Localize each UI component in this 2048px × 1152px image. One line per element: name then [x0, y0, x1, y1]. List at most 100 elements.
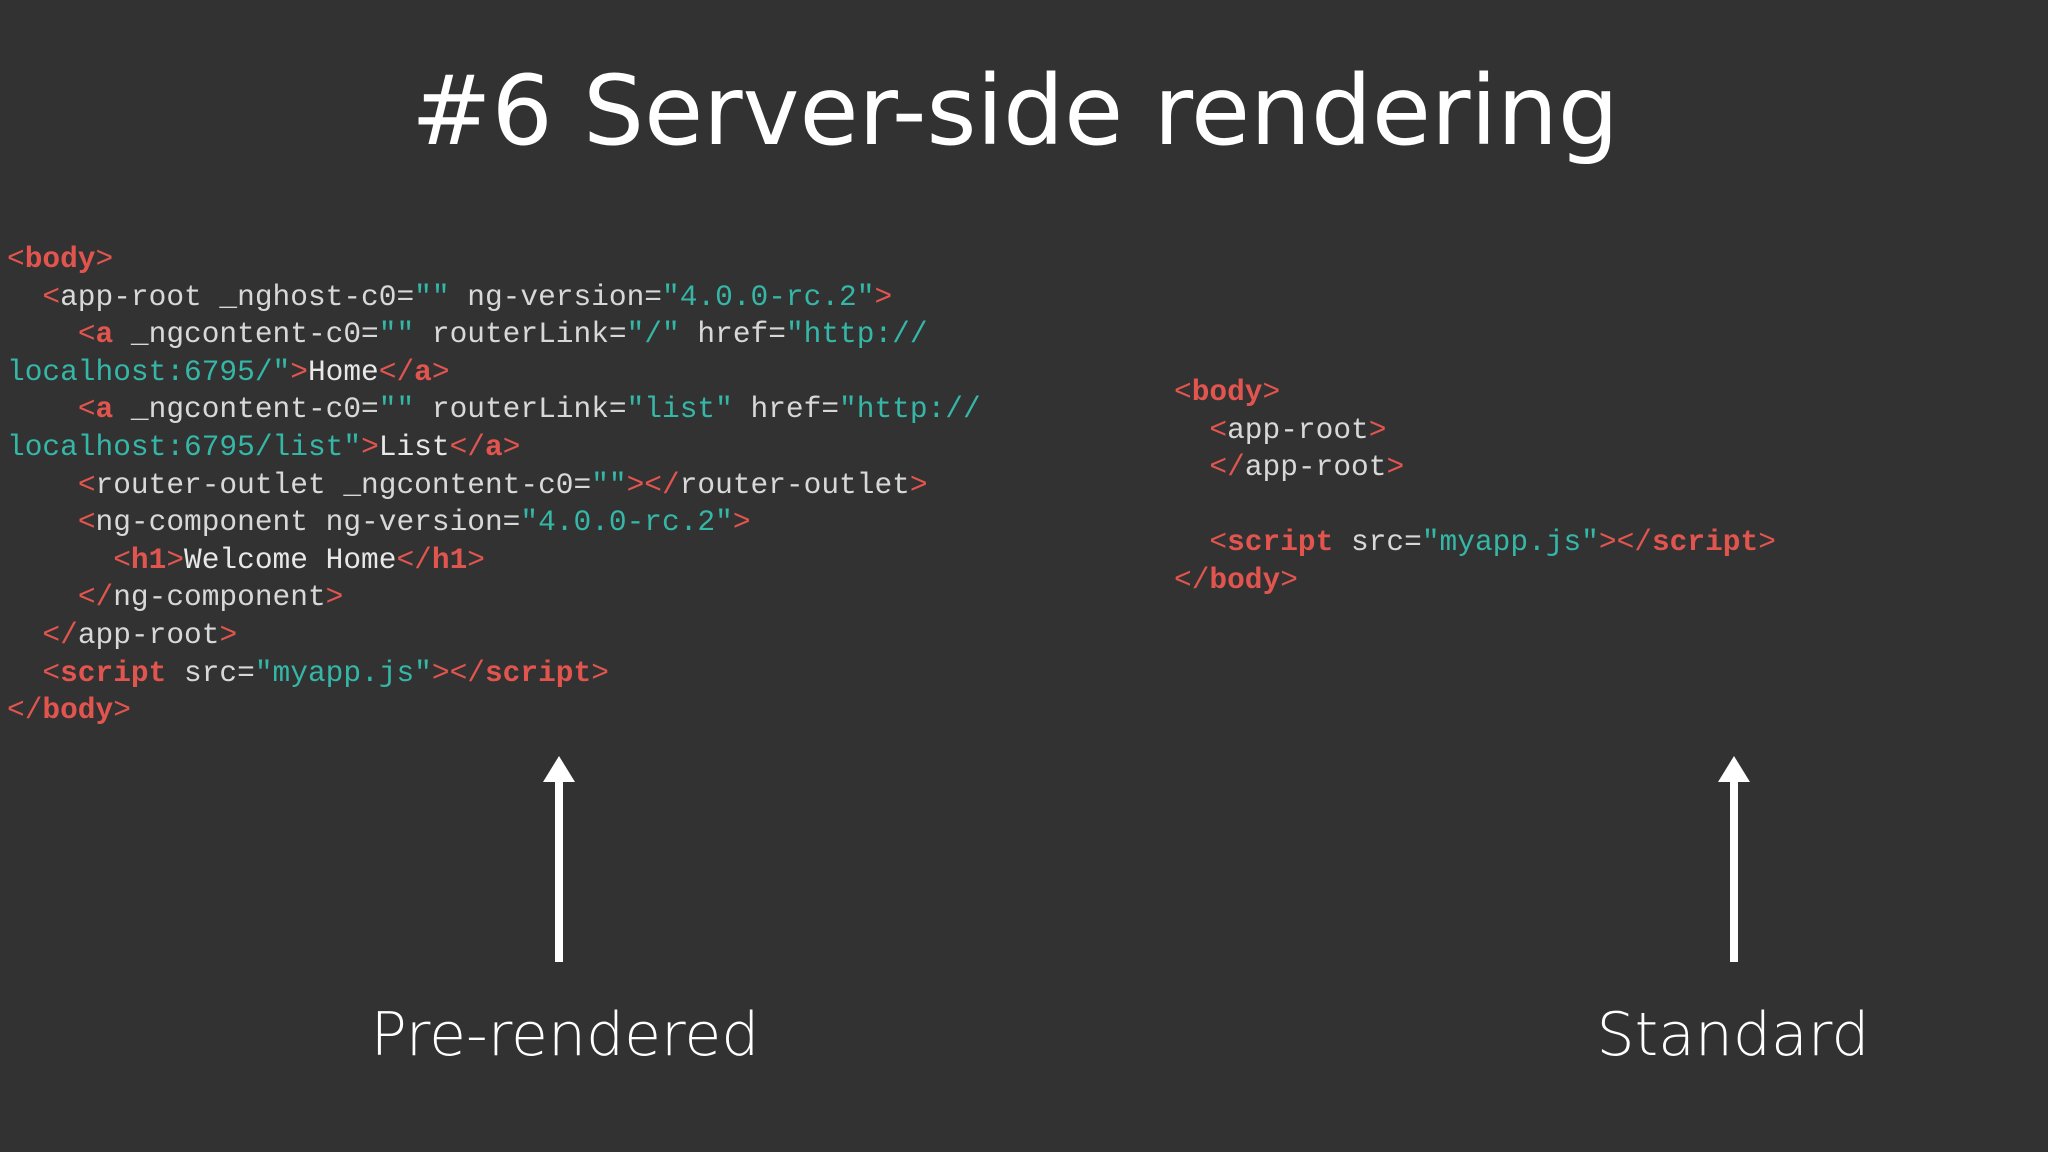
code-token: ng-version=	[449, 279, 663, 314]
code-token: ""	[378, 317, 415, 352]
code-token: router-outlet	[679, 467, 910, 502]
code-token: <	[77, 392, 96, 427]
code-token: >	[1758, 525, 1776, 560]
code-token	[7, 543, 113, 577]
code-token: <	[77, 317, 96, 352]
code-token	[7, 280, 42, 314]
code-token: ></	[1598, 525, 1652, 560]
code-token	[7, 505, 78, 539]
code-line: <a _ngcontent-c0="" routerLink="/" href=…	[7, 316, 981, 354]
code-line: </body>	[1174, 562, 1776, 600]
code-token: localhost:6795/"	[7, 354, 291, 389]
code-token: "4.0.0-rc.2"	[520, 505, 733, 540]
code-token: >	[732, 505, 751, 540]
code-token: _ngcontent-c0=	[325, 467, 592, 502]
code-line: localhost:6795/list">List</a>	[7, 429, 981, 467]
code-token: >	[502, 429, 521, 464]
code-line: </app-root>	[1174, 449, 1776, 487]
code-token: a	[414, 354, 432, 389]
code-token: <	[77, 467, 96, 502]
code-token: localhost:6795/list"	[7, 429, 362, 464]
code-token	[7, 656, 42, 690]
code-token: ng-component	[95, 505, 308, 540]
code-line: <h1>Welcome Home</h1>	[7, 542, 981, 580]
code-token: href=	[679, 317, 786, 352]
code-line	[1174, 487, 1776, 525]
code-token	[7, 392, 78, 426]
code-token: _ngcontent-c0=	[113, 317, 379, 352]
code-line: <a _ngcontent-c0="" routerLink="list" hr…	[7, 391, 981, 429]
code-token: </	[396, 542, 432, 577]
code-token: routerLink=	[414, 392, 627, 427]
code-token: body	[1191, 375, 1263, 409]
code-token: <	[42, 655, 61, 690]
pre-rendered-caption: Pre-rendered	[370, 1000, 760, 1070]
code-token: "4.0.0-rc.2"	[662, 279, 875, 314]
code-token: "http://	[839, 392, 981, 427]
code-line: <body>	[7, 241, 981, 279]
code-line: </ng-component>	[7, 579, 981, 617]
code-token: body	[42, 693, 114, 728]
code-token: src=	[1333, 525, 1422, 560]
arrow-up-icon	[543, 756, 575, 962]
code-token: ""	[378, 392, 415, 427]
standard-code-block: <body> <app-root> </app-root> <script sr…	[1174, 374, 1776, 600]
slide-title: #6 Server-side rendering	[411, 55, 1619, 167]
code-token: "list"	[626, 392, 733, 427]
code-token	[1174, 413, 1209, 447]
code-token: body	[1209, 562, 1281, 597]
code-token: h1	[431, 542, 468, 577]
code-token: </	[449, 429, 485, 464]
code-line: <script src="myapp.js"></script>	[1174, 524, 1776, 562]
code-token: >	[431, 354, 450, 389]
code-line: <app-root _nghost-c0="" ng-version="4.0.…	[7, 279, 981, 317]
code-token: >	[874, 279, 893, 314]
code-token: Welcome Home	[184, 542, 397, 577]
code-token: >	[166, 542, 185, 577]
code-token: >	[909, 467, 928, 502]
code-token: _ngcontent-c0=	[113, 392, 379, 427]
code-token: ></	[626, 467, 680, 502]
code-token: script	[1227, 525, 1334, 560]
code-token: </	[7, 693, 43, 728]
code-token: script	[484, 655, 592, 690]
code-token: a	[484, 429, 503, 464]
code-token: a	[95, 392, 114, 427]
code-token	[1174, 525, 1209, 559]
code-token: ""	[414, 279, 450, 314]
code-token: </	[1174, 562, 1210, 597]
code-token	[7, 580, 78, 614]
code-token: a	[95, 317, 114, 352]
code-token: >	[467, 542, 485, 577]
code-line: </app-root>	[7, 617, 981, 655]
pre-rendered-code-block: <body> <app-root _nghost-c0="" ng-versio…	[7, 241, 981, 730]
code-token: >	[113, 693, 131, 728]
code-line: <ng-component ng-version="4.0.0-rc.2">	[7, 504, 981, 542]
code-token: ></	[431, 655, 485, 690]
code-token: >	[219, 617, 238, 652]
code-line: <script src="myapp.js"></script>	[7, 655, 981, 693]
code-token: <	[1174, 375, 1192, 409]
code-token: <	[42, 279, 61, 314]
code-token: </	[378, 354, 415, 389]
code-token: app-root	[1244, 450, 1387, 485]
code-token: >	[1368, 412, 1387, 447]
code-line: <body>	[1174, 374, 1776, 412]
code-token: </	[42, 617, 78, 652]
code-token: >	[325, 580, 344, 615]
code-token: app-root	[1227, 412, 1369, 447]
code-token: <	[7, 242, 25, 276]
code-token: <	[113, 542, 131, 577]
code-token: app-root	[77, 617, 220, 652]
code-token: "http://	[785, 317, 928, 352]
code-token: href=	[732, 392, 840, 427]
code-token: ng-version=	[307, 505, 521, 540]
code-token: <	[1209, 525, 1228, 560]
code-token: <	[1209, 412, 1228, 447]
code-token: <	[77, 505, 96, 540]
code-token	[1174, 450, 1209, 484]
code-token: routerLink=	[414, 317, 627, 352]
code-token: >	[1386, 450, 1405, 485]
code-token: h1	[130, 542, 167, 577]
code-token	[7, 618, 42, 652]
